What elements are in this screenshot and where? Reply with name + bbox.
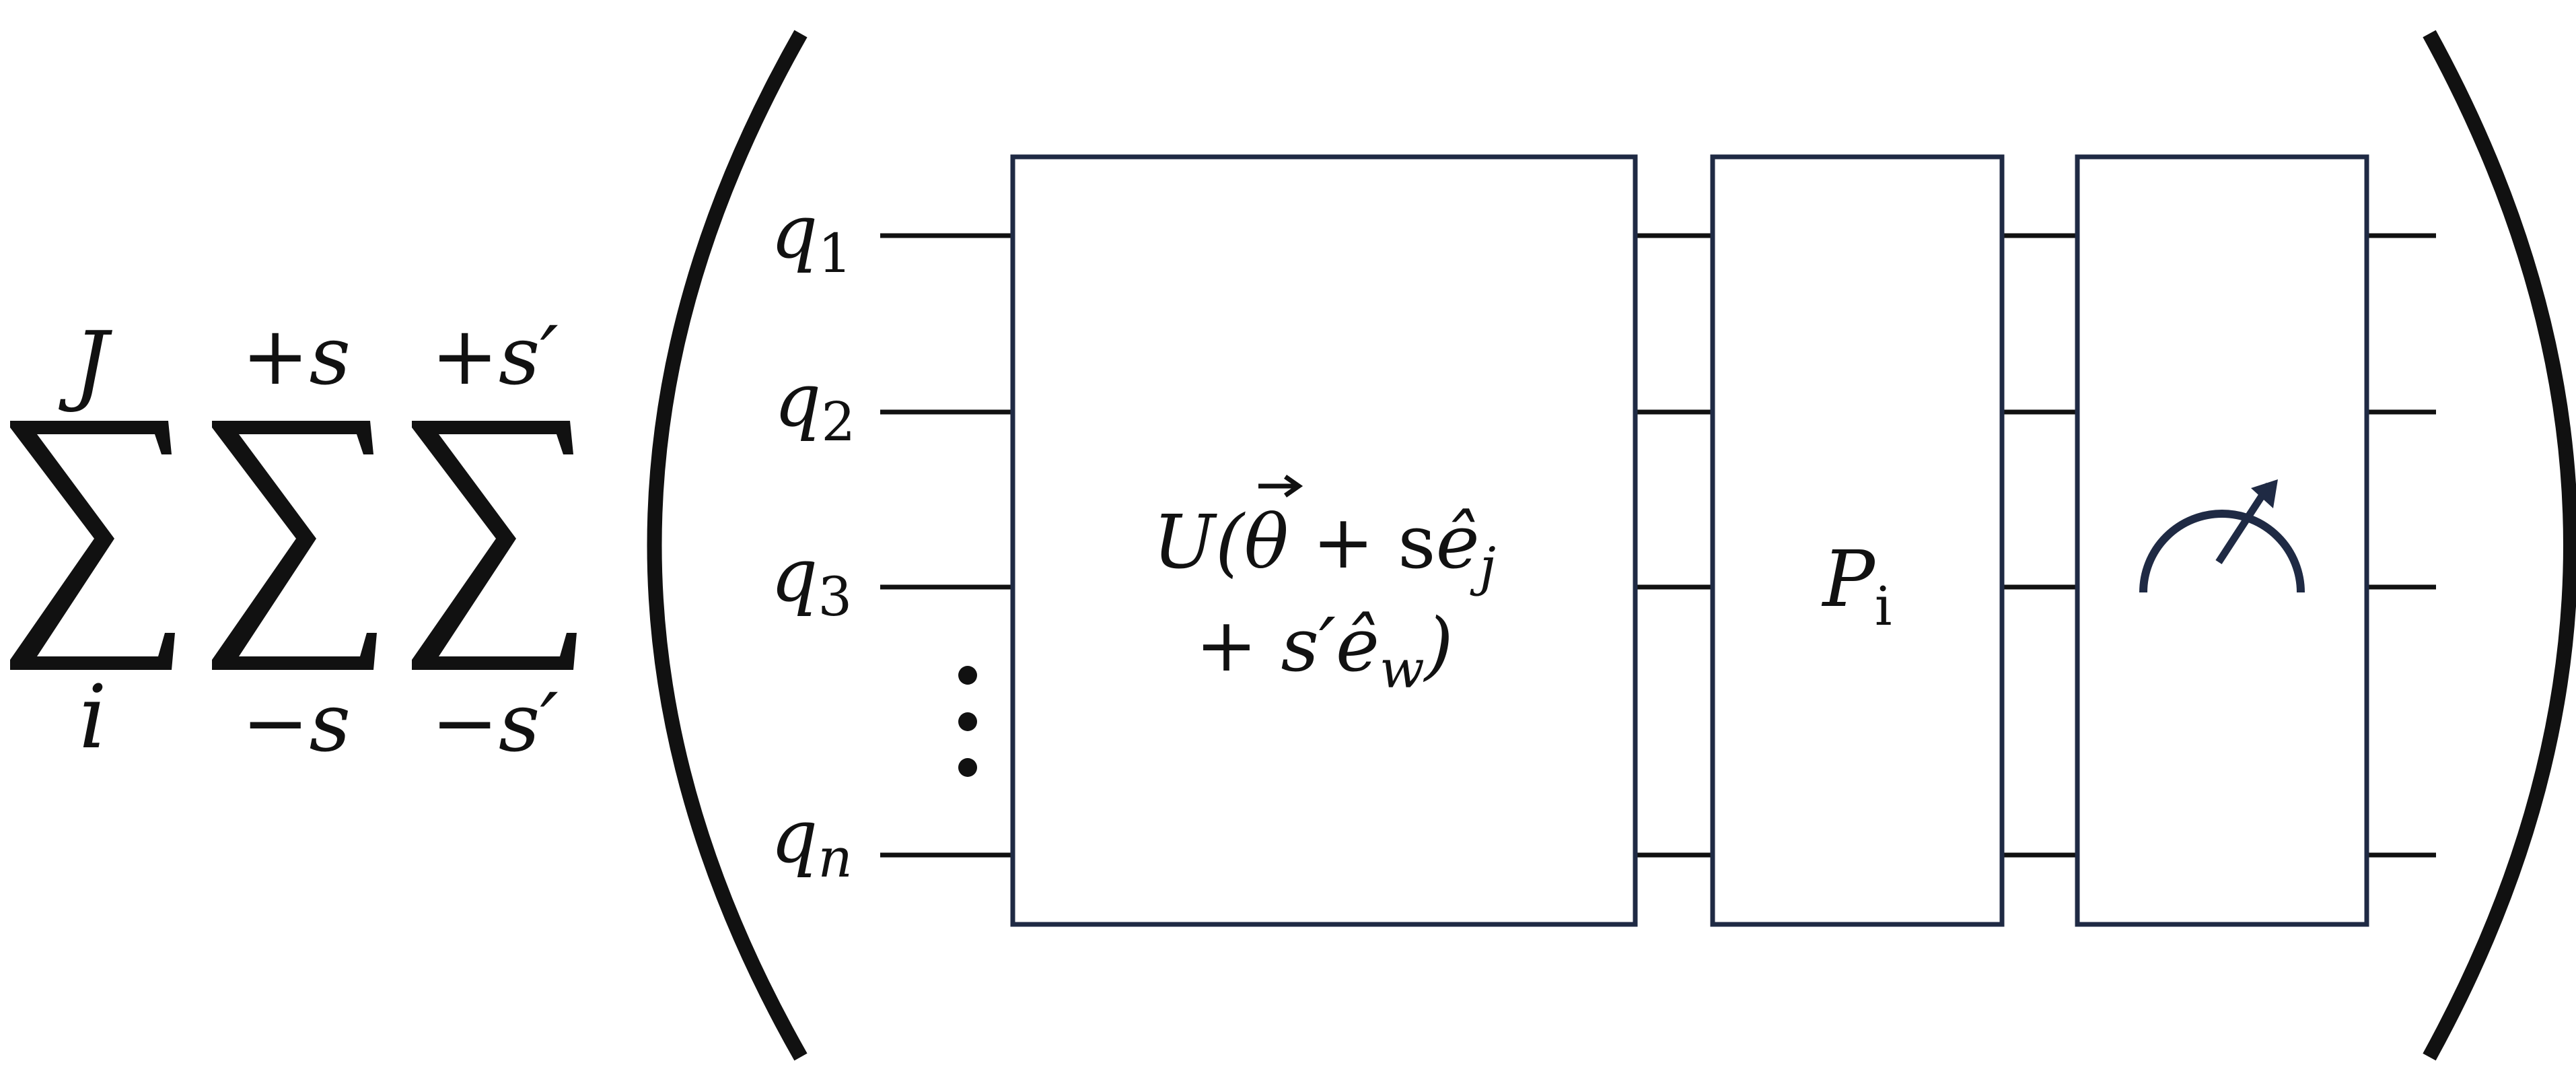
sigma-glyph-3: [412, 421, 577, 670]
right-parenthesis: [2423, 30, 2576, 1061]
measurement-gate-box: [2075, 154, 2369, 927]
unitary-gate-box: [1010, 154, 1638, 927]
sum-3-upper: +s′: [431, 310, 558, 403]
qubit-labels: q1 q2 q3 qn: [771, 189, 855, 889]
sum-1-lower: i: [79, 666, 107, 768]
sum-symbol-3: +s′ −s′: [412, 310, 577, 770]
sum-1-upper: J: [59, 312, 113, 415]
pauli-gate-box: [1710, 154, 2005, 927]
vertical-ellipsis-icon: [958, 666, 977, 777]
qubit-label-3: q3: [771, 532, 852, 628]
unitary-gate-line-2: + s′êw): [1195, 602, 1453, 700]
qubit-label-2: q2: [774, 357, 855, 453]
unitary-gate: U(θ + sêj + s′êw): [1010, 154, 1638, 927]
sum-2-lower: −s: [242, 677, 351, 770]
vector-arrow-icon: [1258, 475, 1303, 498]
meter-icon: [2139, 479, 2305, 593]
sum-symbol-1: J i: [10, 312, 175, 768]
summation-group: J i +s −s +s′ −s′: [10, 310, 577, 770]
sum-2-upper: +s: [242, 310, 351, 403]
qubit-label-1: q1: [771, 189, 852, 285]
sigma-glyph-1: [10, 421, 175, 670]
unitary-gate-line-1: U(θ + sêj: [1153, 499, 1496, 597]
pauli-gate-label: Pi: [1822, 535, 1892, 638]
measurement-gate: [2075, 154, 2369, 927]
qubit-label-n: qn: [771, 793, 853, 889]
pauli-gate: Pi: [1710, 154, 2005, 927]
sigma-glyph-2: [212, 421, 377, 670]
sum-symbol-2: +s −s: [212, 310, 377, 770]
left-parenthesis: [647, 30, 808, 1061]
sum-3-lower: −s′: [431, 677, 558, 770]
